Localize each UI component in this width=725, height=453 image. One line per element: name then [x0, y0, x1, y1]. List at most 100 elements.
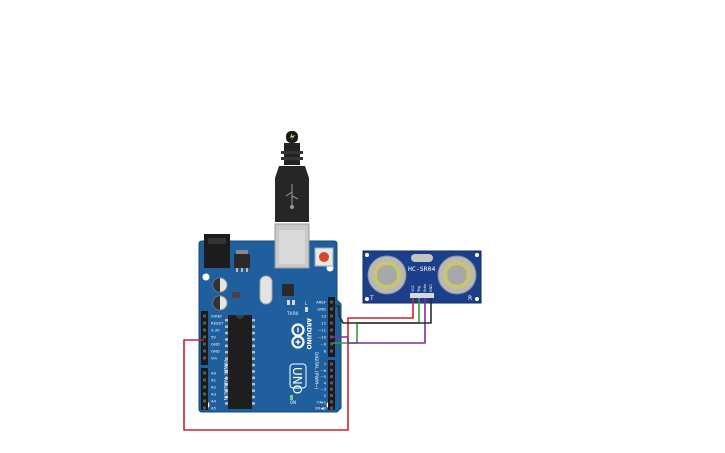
uno-badge [289, 363, 307, 389]
digital-pin[interactable] [330, 381, 333, 385]
power-pin[interactable] [203, 335, 206, 339]
power-pin[interactable] [203, 328, 206, 332]
usb-cable[interactable] [275, 131, 309, 222]
l-label: L [305, 301, 308, 306]
power-section-label: POWER [223, 360, 228, 375]
digital-pin[interactable] [330, 300, 333, 304]
arduino-uno-board[interactable]: TX RX L ON ARDUINO UNO POWER ANALOG IN [198, 223, 342, 413]
sensor-pin-label: Echo [423, 284, 427, 292]
power-pin-label: GND [211, 349, 220, 354]
power-pin[interactable] [203, 349, 206, 353]
digital-pin[interactable] [330, 400, 333, 404]
digital-pin[interactable] [330, 362, 333, 366]
sensor-pin-label: GND [429, 284, 433, 292]
wire-5v-vcc[interactable] [183, 298, 414, 431]
power-pin-label: 5V [211, 335, 216, 340]
digital-pin[interactable] [330, 375, 333, 379]
arduino-logo-group: ARDUINO UNO [289, 318, 312, 394]
digital-pin[interactable] [330, 394, 333, 397]
power-pin-label: 3.3V [211, 328, 220, 333]
digital-pin-label: 12 [321, 321, 326, 326]
power-pin[interactable] [203, 356, 206, 360]
rx-label: RX [293, 311, 299, 316]
usb-icon [285, 184, 299, 209]
digital-pin-label: RX◀0 [315, 406, 326, 411]
digital-pin[interactable] [330, 368, 333, 372]
l-led [305, 307, 308, 312]
analog-pin-label: A5 [211, 406, 217, 411]
sensor-t-mark: T [369, 295, 374, 302]
digital-pin[interactable] [330, 342, 333, 346]
digital-pin[interactable] [330, 335, 333, 339]
atmega-chip [228, 315, 252, 409]
on-label: ON [290, 400, 296, 405]
wire-echo-pin9[interactable] [332, 298, 426, 344]
analog-pin-label: A4 [211, 399, 217, 404]
digital-pin-label: ~11 [318, 328, 327, 333]
mounting-hole [202, 273, 210, 281]
digital-pin[interactable] [330, 307, 333, 311]
sensor-model-label: HC-SR04 [408, 265, 435, 273]
digital-pin-label: AREF [316, 300, 326, 305]
digital-pin[interactable] [330, 349, 333, 353]
rx-led [292, 300, 295, 305]
digital-pin-label: ~9 [320, 342, 326, 347]
digital-pin-label: 8 [324, 349, 327, 354]
power-pin[interactable] [203, 342, 206, 346]
analog-pin[interactable] [203, 392, 206, 396]
digital-pin[interactable] [330, 387, 333, 391]
analog-pin[interactable] [203, 399, 206, 403]
digital-pin-label: ~3 [320, 387, 326, 392]
digital-pin[interactable] [330, 328, 333, 332]
transmitter-transducer [367, 255, 407, 295]
digital-pin-label: 13 [321, 314, 326, 319]
analog-pin-label: A1 [211, 378, 217, 383]
receiver-transducer [437, 255, 477, 295]
power-pin[interactable] [203, 321, 206, 325]
digital-header-top [328, 297, 335, 357]
wire-gnd[interactable] [332, 298, 432, 324]
arduino-infinity-icon [291, 323, 305, 349]
power-pin-label: RESET [211, 321, 224, 326]
digital-pin[interactable] [330, 406, 333, 410]
digital-pin[interactable] [330, 314, 333, 318]
digital-pin-label: GND [317, 307, 326, 312]
analog-pin[interactable] [203, 378, 206, 382]
sensor-pin-header [410, 293, 434, 298]
analog-pin[interactable] [203, 406, 206, 410]
usb-lightning-icon [290, 133, 295, 141]
analog-pin-label: A3 [211, 392, 217, 397]
digital-pin-label: 7 [324, 362, 327, 367]
sensor-pin-label: VCC [411, 284, 415, 292]
sensor-pin-label: Trig [417, 286, 421, 293]
power-pin-label: Vin [211, 356, 218, 361]
digital-pin[interactable] [330, 321, 333, 325]
digital-pin-label: ~6 [320, 368, 326, 373]
sensor-crystal [411, 254, 433, 262]
wires[interactable] [183, 298, 432, 431]
analog-pin[interactable] [203, 385, 206, 389]
chip-pins [225, 319, 255, 405]
digital-pin-label: 2 [324, 393, 327, 398]
reset-button-cap[interactable] [319, 252, 329, 262]
analog-header [201, 368, 208, 410]
analog-pin-label: A2 [211, 385, 217, 390]
analog-pin-label: A0 [211, 371, 217, 376]
tx-led [287, 300, 290, 305]
analog-section-label: ANALOG IN [223, 378, 228, 400]
uno-label: UNO [290, 367, 304, 394]
digital-header-bottom [328, 360, 335, 410]
digital-pin-label: TX▸1 [316, 399, 327, 404]
digital-section-label: DIGITAL (PWM~) [313, 352, 319, 390]
power-pin[interactable] [203, 314, 206, 318]
voltage-regulator [234, 254, 250, 268]
sensor-r-mark: R [468, 295, 472, 302]
analog-pin[interactable] [203, 371, 206, 375]
